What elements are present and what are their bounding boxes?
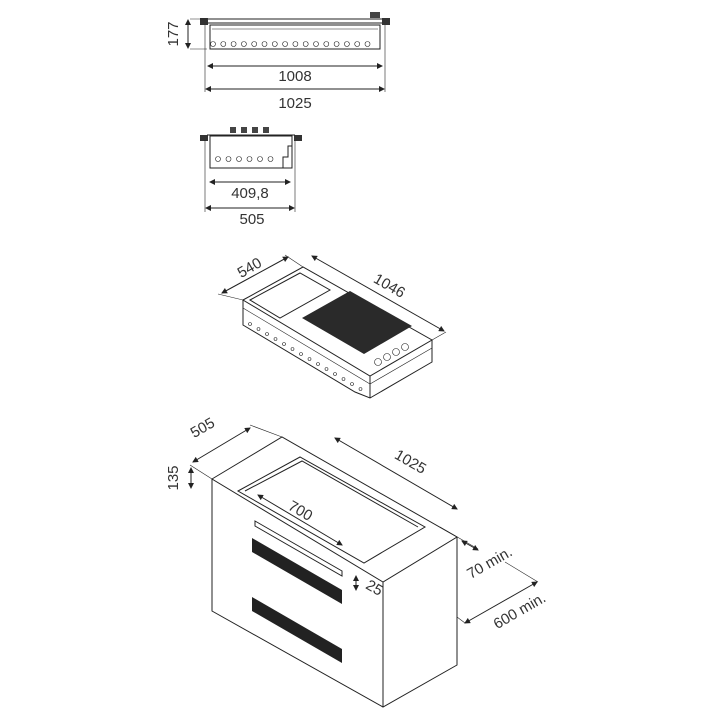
hob-depth-label: 540 [235, 254, 265, 281]
vent-height-label: 25 [363, 577, 386, 600]
bolt-icon [323, 41, 330, 47]
front-outer-width-label: 1025 [278, 95, 311, 112]
bolt-icon [215, 156, 221, 162]
bolt-icon [316, 362, 320, 366]
bolt-icon [333, 372, 337, 376]
bolt-icon [230, 41, 237, 47]
front-inner-width-label: 1008 [278, 68, 311, 85]
bolt-icon [267, 156, 274, 162]
hob-width-label: 1046 [371, 270, 408, 301]
bolt-icon [333, 41, 340, 47]
bolt-icon [307, 357, 312, 361]
rear-gap-label: 70 min. [464, 543, 515, 582]
bolt-icon [236, 156, 242, 162]
bolt-icon [251, 41, 257, 47]
cabinet-depth-label: 505 [188, 414, 218, 441]
bolt-icon [364, 41, 371, 47]
bolt-icon [265, 332, 269, 336]
bolt-icon [350, 382, 354, 386]
bolt-icon [358, 387, 363, 391]
bolt-icon [282, 41, 288, 47]
bolt-icon [290, 347, 295, 351]
cabinet-depth-min-label: 600 min. [491, 589, 549, 632]
cabinet-isometric: 505 135 1025 700 25 70 min. 600 min. [165, 414, 549, 708]
bolt-icon [392, 348, 400, 356]
bolt-icon [313, 41, 319, 47]
bolt-icon [225, 156, 232, 162]
bolt-icon [299, 352, 303, 356]
cabinet-height-label: 135 [165, 465, 182, 490]
front-height-label: 177 [165, 21, 182, 46]
bolt-icon [383, 353, 391, 361]
bolt-icon [210, 41, 216, 47]
side-outer-depth-label: 505 [239, 211, 264, 228]
bolt-icon [261, 41, 268, 47]
bolt-icon [341, 377, 346, 381]
hob-isometric: 540 1046 [217, 254, 447, 399]
bolt-icon [292, 41, 299, 47]
side-inner-depth-label: 409,8 [231, 185, 269, 202]
bolt-icon [271, 41, 278, 47]
bolt-icon [257, 156, 263, 162]
bolt-icon [273, 337, 278, 341]
bolt-icon [220, 41, 227, 47]
bolt-icon [354, 41, 361, 47]
bolt-icon [282, 342, 286, 346]
bolt-icon [241, 41, 247, 47]
side-view: 409,8 505 [200, 127, 302, 228]
bolt-icon [256, 327, 261, 331]
bolt-icon [401, 343, 409, 351]
bolt-icon [302, 41, 309, 47]
bolt-icon [374, 358, 382, 366]
bolt-icon [344, 41, 350, 47]
front-view: 177 1008 1025 [165, 12, 390, 112]
bolt-icon [246, 156, 253, 162]
bolt-icon [248, 322, 252, 326]
bolt-icon [324, 367, 329, 371]
cabinet-width-label: 1025 [392, 446, 429, 477]
